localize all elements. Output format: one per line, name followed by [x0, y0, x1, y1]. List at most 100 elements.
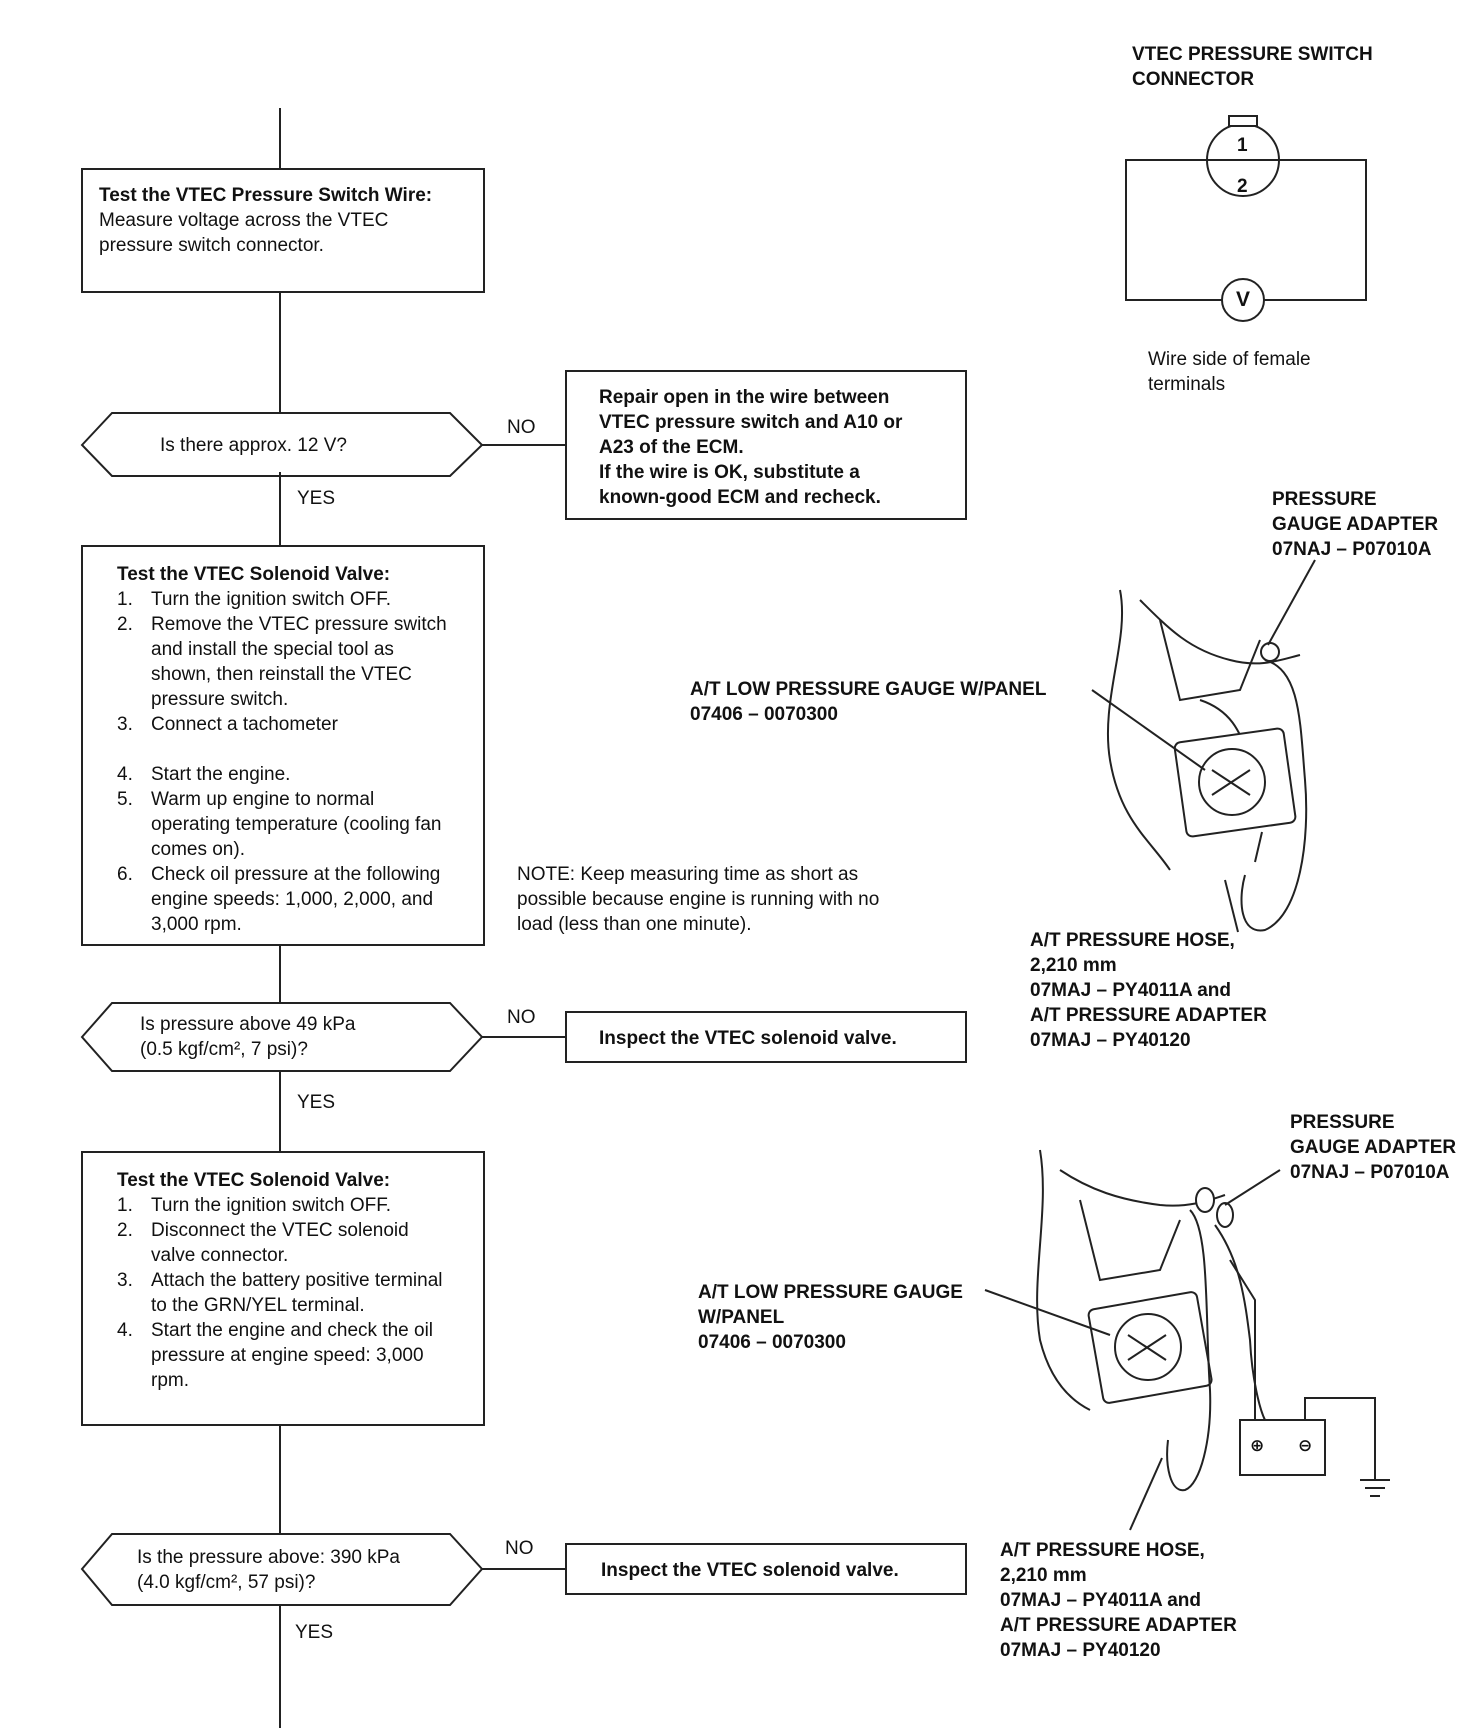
decision-2-yes-label: YES: [297, 1092, 336, 1113]
box2-step-4: 4. Start the engine.: [117, 762, 453, 787]
result-box-inspect-solenoid-2: Inspect the VTEC solenoid valve.: [565, 1543, 967, 1595]
battery-lead: [1229, 1259, 1256, 1408]
decision-2-no-label: NO: [507, 1007, 536, 1028]
note-line-2: possible because engine is running with …: [517, 889, 880, 910]
setup2-hose-line-2: 2,210 mm: [1000, 1565, 1087, 1586]
step-number: 4.: [117, 764, 133, 785]
note-line-3: load (less than one minute).: [517, 914, 752, 935]
box2-step-2: 2. Remove the VTEC pressure switch and in…: [117, 612, 453, 712]
connector-diagram: [1125, 115, 1367, 322]
r1-line-1: Repair open in the wire between: [599, 387, 890, 408]
box3-step-1: 1.Turn the ignition switch OFF.: [117, 1193, 453, 1218]
step-number: 2.: [117, 1220, 133, 1241]
step-text: Turn the ignition switch OFF.: [151, 589, 392, 610]
step-number: 1.: [117, 1195, 133, 1216]
setup2-adapter-line-2: GAUGE ADAPTER: [1290, 1137, 1457, 1158]
step-number: 1.: [117, 589, 133, 610]
r1-line-3: A23 of the ECM.: [599, 437, 744, 458]
setup2-hose-line-3: 07MAJ – PY4011A and: [1000, 1590, 1202, 1611]
box3-step-3: 3. Attach the battery positive terminal t…: [117, 1268, 453, 1318]
meter-lead-right: [1264, 159, 1367, 301]
setup2-hose-line-4: A/T PRESSURE ADAPTER: [1000, 1615, 1237, 1636]
step-text: Check oil pressure at the following engi…: [151, 864, 441, 935]
result-box-inspect-solenoid-1: Inspect the VTEC solenoid valve.: [565, 1011, 967, 1063]
meter-lead-left: [1125, 159, 1222, 301]
test-box-pressure-switch-wire: Test the VTEC Pressure Switch Wire: Meas…: [81, 168, 485, 293]
step-text: Start the engine and check the oil press…: [151, 1320, 434, 1391]
engine-sketch-2: [1036, 1149, 1390, 1497]
box2-step-1: 1. Turn the ignition switch OFF.: [117, 587, 453, 612]
box3-step-2: 2. Disconnect the VTEC solenoid valve con…: [117, 1218, 453, 1268]
decision-1-text: Is there approx. 12 V?: [160, 435, 347, 456]
step-text: Remove the VTEC pressure switch and inst…: [151, 614, 447, 710]
step-number: 3.: [117, 714, 133, 735]
setup2-hose-line-5: 07MAJ – PY40120: [1000, 1640, 1161, 1661]
decision-2-text-line-2: (0.5 kgf/cm², 7 psi)?: [140, 1039, 308, 1060]
setup2-gauge-line-1: A/T LOW PRESSURE GAUGE: [698, 1282, 963, 1303]
connector-pin-2: 2: [1237, 176, 1248, 197]
setup1-adapter-line-3: 07NAJ – P07010A: [1272, 539, 1432, 560]
setup1-gauge-line-1: A/T LOW PRESSURE GAUGE W/PANEL: [690, 679, 1047, 700]
setup1-hose-line-2: 2,210 mm: [1030, 955, 1117, 976]
decision-3-yes-label: YES: [295, 1622, 334, 1643]
step-text: Connect a tachometer: [151, 714, 338, 735]
r1-line-4: If the wire is OK, substitute a: [599, 462, 860, 483]
decision-3-no-label: NO: [505, 1538, 534, 1559]
decision-1-no-label: NO: [507, 417, 536, 438]
connector-title-line-1: VTEC PRESSURE SWITCH: [1132, 44, 1373, 65]
box2-step-3: 3. Connect a tachometer: [117, 712, 453, 737]
connector-title-line-2: CONNECTOR: [1132, 69, 1255, 90]
setup1-adapter-line-2: GAUGE ADAPTER: [1272, 514, 1439, 535]
connector-pin-1: 1: [1237, 135, 1248, 156]
setup1-hose-line-3: 07MAJ – PY4011A and: [1030, 980, 1232, 1001]
battery-rect: [1239, 1419, 1326, 1476]
leader-lines-2: [984, 1169, 1281, 1531]
box2-step-6: 6. Check oil pressure at the following en…: [117, 862, 453, 937]
setup2-gauge-line-2: W/PANEL: [698, 1307, 785, 1328]
decision-3-text-line-1: Is the pressure above: 390 kPa: [137, 1547, 400, 1568]
decision-1-yes-label: YES: [297, 488, 336, 509]
setup2-gauge-line-3: 07406 – 0070300: [698, 1332, 846, 1353]
connector-latch: [1228, 115, 1258, 127]
step-number: 5.: [117, 789, 133, 810]
box3-title: Test the VTEC Solenoid Valve:: [117, 1170, 391, 1191]
step-text: Start the engine.: [151, 764, 291, 785]
setup1-hose-line-5: 07MAJ – PY40120: [1030, 1030, 1191, 1051]
step-text: Disconnect the VTEC solenoid valve conne…: [151, 1220, 409, 1266]
decision-2-text-line-1: Is pressure above 49 kPa: [140, 1014, 356, 1035]
setup1-hose-line-1: A/T PRESSURE HOSE,: [1030, 930, 1235, 951]
r3-text: Inspect the VTEC solenoid valve.: [601, 1560, 899, 1581]
box1-body: Measure voltage across the VTEC pressure…: [99, 210, 389, 256]
step-text: Attach the battery positive terminal to …: [151, 1270, 443, 1316]
step-text: Warm up engine to normal operating tempe…: [151, 789, 442, 860]
setup1-hose-line-4: A/T PRESSURE ADAPTER: [1030, 1005, 1267, 1026]
step-number: 4.: [117, 1320, 133, 1341]
box2-step-5: 5. Warm up engine to normal operating tem…: [117, 787, 453, 862]
step-number: 3.: [117, 1270, 133, 1291]
box2-title: Test the VTEC Solenoid Valve:: [117, 564, 391, 585]
battery-positive-symbol: ⊕: [1250, 1436, 1265, 1455]
leader-lines-1: [1091, 559, 1316, 933]
test-box-solenoid-valve-2: Test the VTEC Solenoid Valve: 1.Turn the…: [81, 1151, 485, 1426]
r1-line-5: known-good ECM and recheck.: [599, 487, 881, 508]
setup2-adapter-line-1: PRESSURE: [1290, 1112, 1395, 1133]
setup1-gauge-line-2: 07406 – 0070300: [690, 704, 838, 725]
step-number: 2.: [117, 614, 133, 635]
connector-caption-line-1: Wire side of female: [1148, 349, 1311, 370]
step-number: 6.: [117, 864, 133, 885]
ground-lead: [1304, 1397, 1376, 1480]
decision-3-text-line-2: (4.0 kgf/cm², 57 psi)?: [137, 1572, 316, 1593]
connector-caption-line-2: terminals: [1148, 374, 1226, 395]
box1-title: Test the VTEC Pressure Switch Wire:: [99, 185, 433, 206]
engine-sketch-1: [1106, 589, 1308, 932]
battery-negative-symbol: ⊖: [1298, 1436, 1313, 1455]
result-box-repair-wire: Repair open in the wire between VTEC pre…: [565, 370, 967, 520]
box3-step-4: 4. Start the engine and check the oil pre…: [117, 1318, 453, 1393]
note-text: NOTE: Keep measuring time as short as po…: [517, 862, 879, 937]
voltmeter-label: V: [1236, 288, 1251, 311]
voltmeter-circle: [1221, 278, 1265, 322]
setup2-hose-line-1: A/T PRESSURE HOSE,: [1000, 1540, 1205, 1561]
r1-line-2: VTEC pressure switch and A10 or: [599, 412, 903, 433]
note-line-1: NOTE: Keep measuring time as short as: [517, 864, 859, 885]
